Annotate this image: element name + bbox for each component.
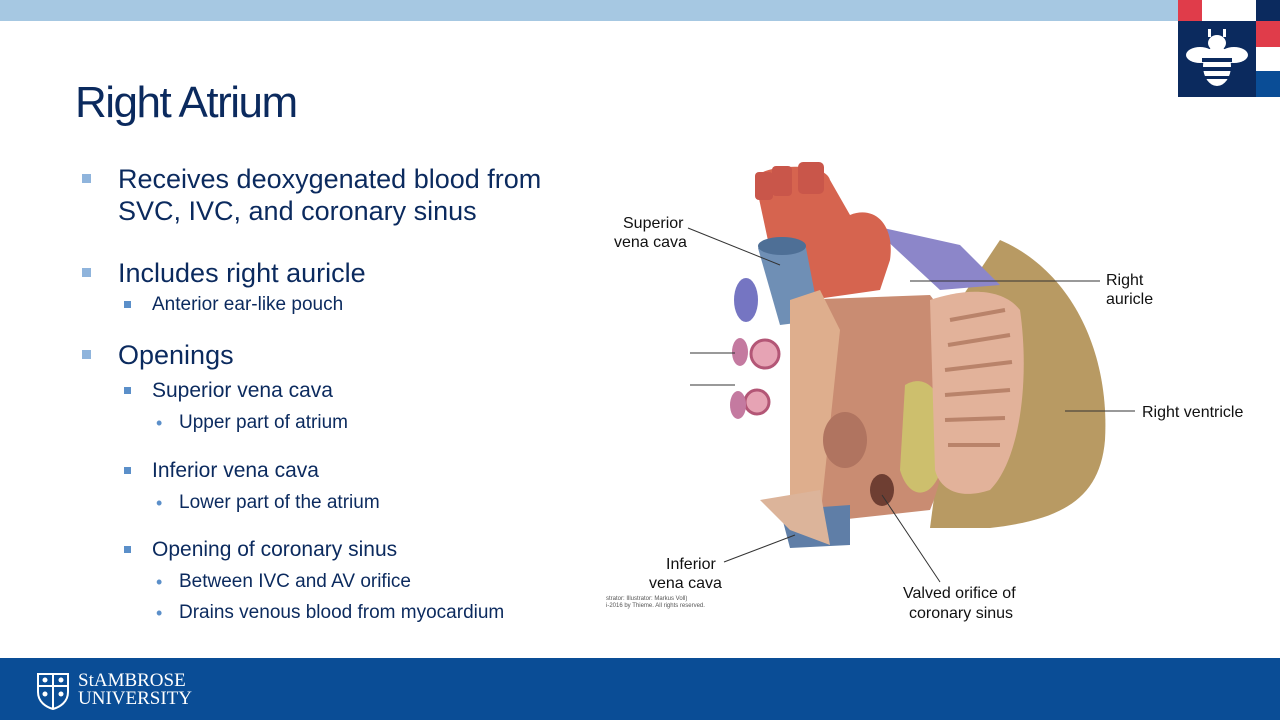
bullet-right-auricle: Includes right auricle [82,257,602,289]
svc-opening [758,237,806,255]
label-ivc: Inferior [666,556,716,573]
posterior-surface [870,225,1000,290]
bullet-text-line1: Receives deoxygenated blood from [118,164,542,194]
crest-icon [37,673,69,711]
square-bullet-icon [124,467,131,474]
label-svc: Superior [623,215,684,232]
pulmonary-vein [743,388,771,416]
university-name: StAMBROSE UNIVERSITY [78,670,192,709]
subbullet-text: Inferior vena cava [152,459,319,482]
square-bullet-icon [82,174,91,183]
aorta-branch [798,162,824,194]
coronary-sinus-orifice [870,474,894,506]
university-logo: StAMBROSE UNIVERSITY [36,670,206,711]
subbullet-svc: Superior vena cava [82,378,602,404]
figure-credit: strator: Illustrator: Markus Voll) [606,596,687,602]
pulmonary-vein [730,391,746,419]
detail-text: Upper part of atrium [179,412,348,433]
label-ivc: vena cava [649,575,722,592]
square-bullet-icon [124,387,131,394]
detail-ivc: • Lower part of the atrium [82,491,602,515]
dot-bullet-icon: • [156,493,163,513]
university-name-line1: StAMBROSE [78,670,186,691]
bullet-text: Openings [118,340,234,370]
aorta-branch [755,172,773,200]
detail-text: Lower part of the atrium [179,492,380,513]
pulmonary-vein [749,338,781,370]
dot-bullet-icon: • [156,603,163,623]
top-accent-bar [0,0,1178,21]
subbullet-text: Anterior ear-like pouch [152,294,344,315]
subbullet-coronary-sinus: Opening of coronary sinus [82,537,602,563]
auricle-pattern [944,308,1013,447]
subbullet-text: Opening of coronary sinus [152,538,398,561]
dot-bullet-icon: • [156,572,163,592]
label-auricle: Right [1106,272,1144,289]
square-bullet-icon [124,301,131,308]
label-auricle: auricle [1106,291,1153,308]
figure-credit: i-2016 by Thieme. All rights reserved. [606,603,705,609]
detail-cs-location: • Between IVC and AV orifice [82,570,602,594]
fossa-ovalis [823,412,867,468]
label-valve: Valved orifice of [903,585,1016,602]
square-bullet-icon [82,268,91,277]
square-bullet-icon [82,350,91,359]
slide-title: Right Atrium [75,78,298,127]
bullet-openings: Openings [82,339,602,371]
label-ventricle: Right ventricle [1142,404,1243,421]
detail-svc: • Upper part of atrium [82,411,602,435]
right-atrium-wall [790,290,840,540]
bee-logo [1178,0,1280,97]
bullet-receives-blood: Receives deoxygenated blood from SVC, IV… [82,163,602,227]
detail-text: Between IVC and AV orifice [179,571,411,592]
ivc-flap [760,490,830,545]
subbullet-text: Superior vena cava [152,379,333,402]
bullet-list: Receives deoxygenated blood from SVC, IV… [82,163,602,625]
leader-line-valve [881,494,941,583]
leader-line-svc [687,227,781,266]
heart-illustration: Superior vena cava Right auricle Right v… [606,162,1243,622]
detail-text: Drains venous blood from myocardium [179,602,505,623]
university-name-line2: UNIVERSITY [78,688,192,709]
bullet-text-line2: SVC, IVC, and coronary sinus [118,196,477,226]
pulmonary-vein [732,338,748,366]
bullet-text: Includes right auricle [118,258,366,288]
square-bullet-icon [124,546,131,553]
subbullet-ivc: Inferior vena cava [82,458,602,484]
dot-bullet-icon: • [156,413,163,433]
subbullet-ear-pouch: Anterior ear-like pouch [82,293,602,317]
leader-line-ivc [723,534,796,563]
label-valve: coronary sinus [909,605,1013,622]
aorta-branch [772,166,792,196]
detail-cs-drainage: • Drains venous blood from myocardium [82,601,602,625]
label-svc: vena cava [614,234,687,251]
footer-bar: StAMBROSE UNIVERSITY [0,658,1280,720]
pulmonary-vein [734,278,758,322]
